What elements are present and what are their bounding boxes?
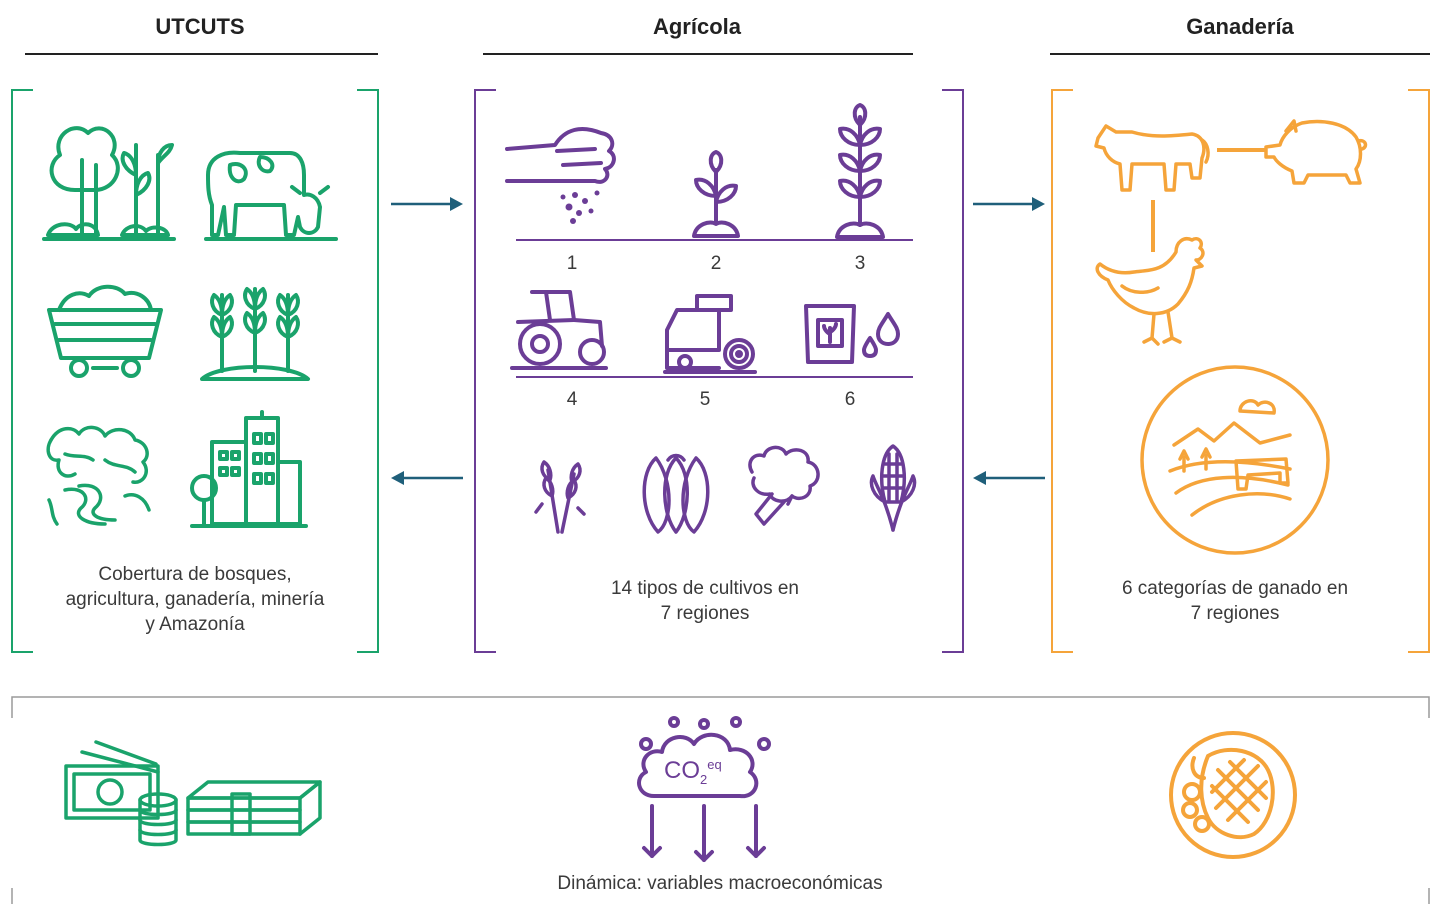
pasture-landscape-icon [1140,365,1330,555]
heading-utcuts: UTCUTS [155,14,245,39]
chicken-icon [1095,236,1205,346]
heading-ganaderia: Ganadería [1186,14,1294,39]
heading-utcuts-rule [25,53,378,55]
money-icon [64,740,322,847]
cow-icon [1094,124,1210,192]
forest-icon [42,126,176,241]
co2-label-sub: 2 [700,771,708,787]
tractor-icon [510,290,608,370]
mining-cart-icon [47,284,163,378]
corn-icon [869,444,917,532]
seeding-hand-icon [505,127,616,224]
step-label-2: 2 [710,253,722,274]
ganaderia-caption-line-2: 7 regiones [1190,603,1280,624]
co2-label: CO2eq [664,757,722,787]
step-label-3: 3 [854,253,866,274]
step-label-1: 1 [566,253,578,274]
amazon-river-icon [46,425,151,526]
utcuts-caption-line-1: Cobertura de bosques, [98,564,292,585]
grown-plant-icon [835,103,885,239]
step-label-5: 5 [699,389,711,410]
agricola-caption-line-1: 14 tipos de cultivos en [610,578,799,599]
ganaderia-caption-line-1: 6 categorías de ganado en [1121,578,1349,599]
agricola-caption-line-2: 7 regiones [660,603,750,624]
utcuts-caption: Cobertura de bosques, agricultura, ganad… [30,562,360,637]
step-label-4: 4 [566,389,578,410]
grazing-cow-icon [204,150,338,241]
co2-cloud-icon [637,716,771,862]
wheat-icon [534,460,586,534]
step-label-6: 6 [844,389,856,410]
bottom-caption: Dinámica: variables macroeconómicas [557,873,883,894]
heading-ganaderia-rule [1050,53,1430,55]
harvester-icon [663,294,757,374]
steak-plate-icon [1169,731,1297,859]
ganaderia-caption: 6 categorías de ganado en 7 regiones [1070,576,1400,626]
fertilizer-icon [804,304,900,364]
broccoli-icon [748,445,820,526]
pig-icon [1264,119,1368,185]
utcuts-caption-line-3: y Amazonía [145,614,245,635]
city-icon [190,410,308,528]
heading-agricola-rule [483,53,913,55]
agricola-caption: 14 tipos de cultivos en 7 regiones [540,576,870,626]
heading-agricola: Agrícola [652,14,742,39]
co2-label-sup: eq [707,757,722,772]
cocoa-icon [642,453,710,534]
co2-label-main: CO [664,757,700,784]
crops-icon [200,287,310,381]
utcuts-caption-line-2: agricultura, ganadería, minería [65,589,325,610]
sprout-icon [692,150,740,238]
